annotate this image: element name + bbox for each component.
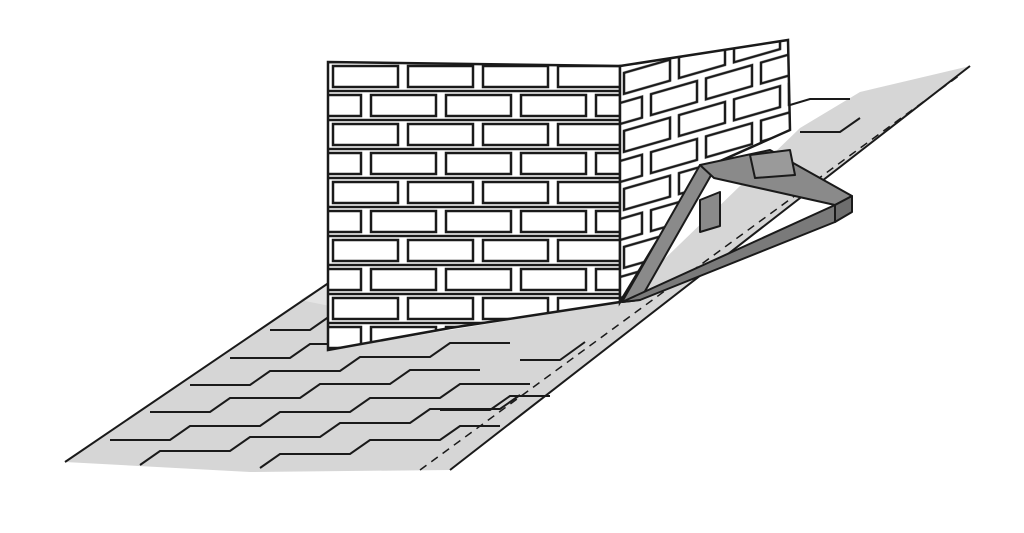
chimney-side-face xyxy=(618,38,792,307)
chimney-front-face xyxy=(326,60,622,352)
shingle-courses xyxy=(64,65,971,471)
chimney-cricket xyxy=(621,149,853,303)
chimney xyxy=(326,38,792,352)
